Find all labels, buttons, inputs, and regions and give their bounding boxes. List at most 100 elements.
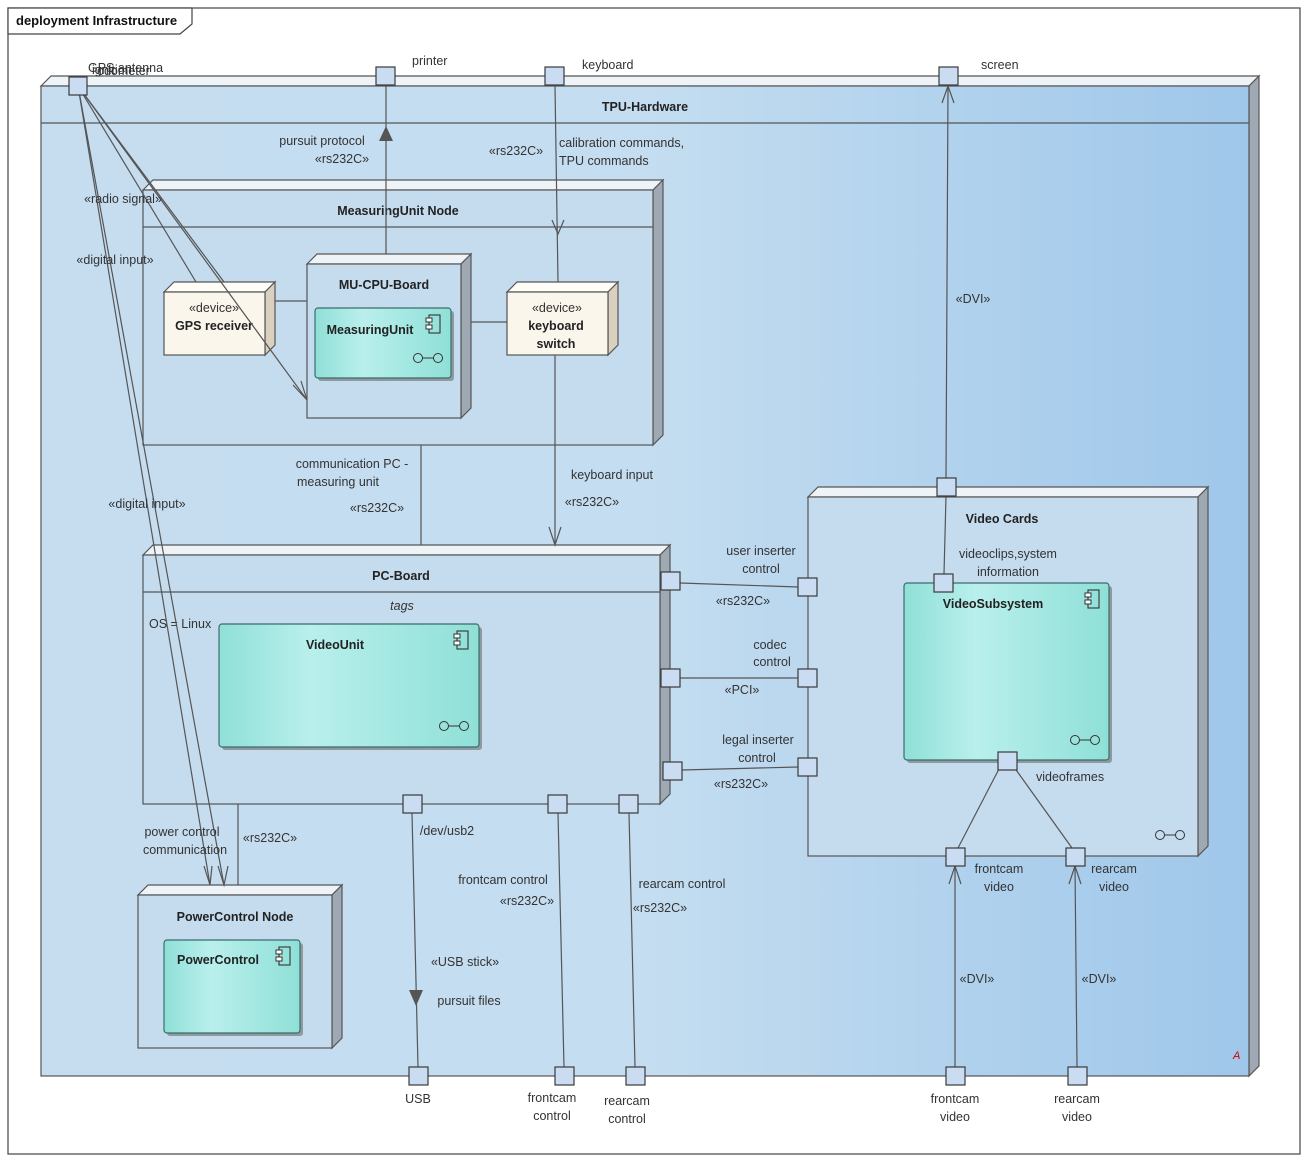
pc-rearcam-control-port[interactable] [618,794,639,814]
gps-to-receiver-line-2 [77,85,225,283]
usb-arrowhead [409,990,423,1006]
rearcam-control-label-2: control [608,1112,646,1126]
digital-input-arrowhead-1 [203,865,213,886]
comm-label-2: measuring unit [297,475,380,489]
keyboard-rs232c-label: «rs232C» [489,144,543,158]
dev-usb2-label: /dev/usb2 [420,824,474,838]
vc-legal-inserter-port[interactable] [797,757,818,777]
gps-receiver-device[interactable]: «device» GPS receiver [162,280,277,357]
gps-receiver-stereotype: «device» [189,301,239,315]
legal-inserter-label-2: control [738,751,776,765]
video-cards-node[interactable]: Video Cards VideoSubsystem [806,485,1210,858]
digital-input-label-1: «digital input» [76,253,153,267]
usb-port[interactable] [408,1066,429,1086]
gps-antenna-port[interactable] [68,76,88,96]
keyboard-label: keyboard [582,58,633,72]
link-icon [413,353,443,363]
pursuit-files-label: pursuit files [437,994,500,1008]
pc-board-tags: tags [390,599,414,613]
pc-usb-port[interactable] [402,794,423,814]
vc-rearcam-label-2: video [1099,880,1129,894]
rearcam-control-label: rearcam control [639,877,726,891]
vc-rearcam-video-port[interactable] [1065,847,1086,867]
rearcam-control-port[interactable] [625,1066,646,1086]
pc-codec-port[interactable] [660,668,681,688]
radio-signal-label: «radio signal» [84,192,162,206]
bottom-port-labels: USB frontcam control rearcam control fro… [405,1091,1100,1126]
frontcam-dvi-label: «DVI» [960,972,995,986]
rearcam-dvi-label: «DVI» [1082,972,1117,986]
user-inserter-label-1: user inserter [726,544,795,558]
link-icon [1155,830,1185,840]
ignition-label: ignition [92,63,132,77]
connectors [77,84,1082,1068]
vc-user-inserter-port[interactable] [797,577,818,597]
printer-arrowhead [379,126,393,141]
measuring-unit-node-title: MeasuringUnit Node [337,204,459,218]
mu-cpu-board-title: MU-CPU-Board [339,278,429,292]
power-control-component[interactable] [163,939,301,1034]
measuring-unit-component-name: MeasuringUnit [327,323,415,337]
mu-cpu-board-node[interactable]: MU-CPU-Board MeasuringUnit [305,252,473,420]
link-icon [439,721,469,731]
vc-codec-port[interactable] [797,668,818,688]
rearcam-control-rs232c-label: «rs232C» [633,901,687,915]
component-icon [1084,589,1100,609]
video-unit-component[interactable] [218,623,480,748]
gps-to-receiver-line [77,85,197,283]
frame-title: deployment Infrastructure [16,13,177,28]
pc-board-node[interactable]: PC-Board tags OS = Linux VideoUnit [141,543,672,806]
component-icon [425,314,441,334]
frontcam-control-rs232c-label: «rs232C» [500,894,554,908]
printer-port[interactable] [375,66,396,86]
video-cards-title: Video Cards [966,512,1039,526]
pc-legal-inserter-port[interactable] [662,761,683,781]
vc-frontcam-label-1: frontcam [975,862,1024,876]
pc-frontcam-control-port[interactable] [547,794,568,814]
measuring-unit-component[interactable] [314,307,452,379]
keyboard-input-label: keyboard input [571,468,654,482]
rearcam-video-port[interactable] [1067,1066,1088,1086]
vc-frontcam-label-2: video [984,880,1014,894]
codec-label-2: control [753,655,791,669]
pc-user-inserter-port[interactable] [660,571,681,591]
keyboard-input-rs232c-label: «rs232C» [565,495,619,509]
legal-inserter-label-1: legal inserter [722,733,794,747]
video-subsystem-component-name: VideoSubsystem [943,597,1044,611]
digital-input-line-1 [77,85,225,886]
keyboard-port[interactable] [544,66,565,86]
tpu-marker: A [1232,1050,1240,1062]
frontcam-control-label-1: frontcam [528,1091,577,1105]
usb-stick-label: «USB stick» [431,955,499,969]
vc-frontcam-video-port[interactable] [945,847,966,867]
power-control-label-1: power control [144,825,219,839]
power-control-component-name: PowerControl [177,953,259,967]
vc-screen-port[interactable] [936,477,957,497]
user-inserter-rs232c-label: «rs232C» [716,594,770,608]
comm-rs232c-label: «rs232C» [350,501,404,515]
rearcam-video-label-2: video [1062,1110,1092,1124]
digital-input-arrowhead-2 [217,865,229,888]
frontcam-control-label-2: control [533,1109,571,1123]
calibration-label-2: TPU commands [559,154,649,168]
vs-frames-port[interactable] [997,751,1018,771]
calibration-label-1: calibration commands, [559,136,684,150]
screen-label: screen [981,58,1019,72]
vc-rearcam-label-1: rearcam [1091,862,1137,876]
vs-clips-port[interactable] [933,573,954,593]
frontcam-control-label: frontcam control [458,873,548,887]
user-inserter-label-2: control [742,562,780,576]
connector-labels: pursuit protocol «rs232C» «rs232C» calib… [76,134,1137,1008]
rearcam-video-label-1: rearcam [1054,1092,1100,1106]
frontcam-video-port[interactable] [945,1066,966,1086]
keyboard-switch-stereotype: «device» [532,301,582,315]
radio-signal-arrowhead [292,380,308,401]
odometer-label: odometer [97,64,150,78]
power-control-node[interactable]: PowerControl Node PowerControl [136,883,344,1050]
keyboard-switch-device[interactable]: «device» keyboard switch [505,280,620,357]
screen-port[interactable] [938,66,959,86]
frontcam-control-port[interactable] [554,1066,575,1086]
top-port-labels: GPS antenna ignition odometer printer ke… [88,54,1019,78]
link-icon [1070,735,1100,745]
